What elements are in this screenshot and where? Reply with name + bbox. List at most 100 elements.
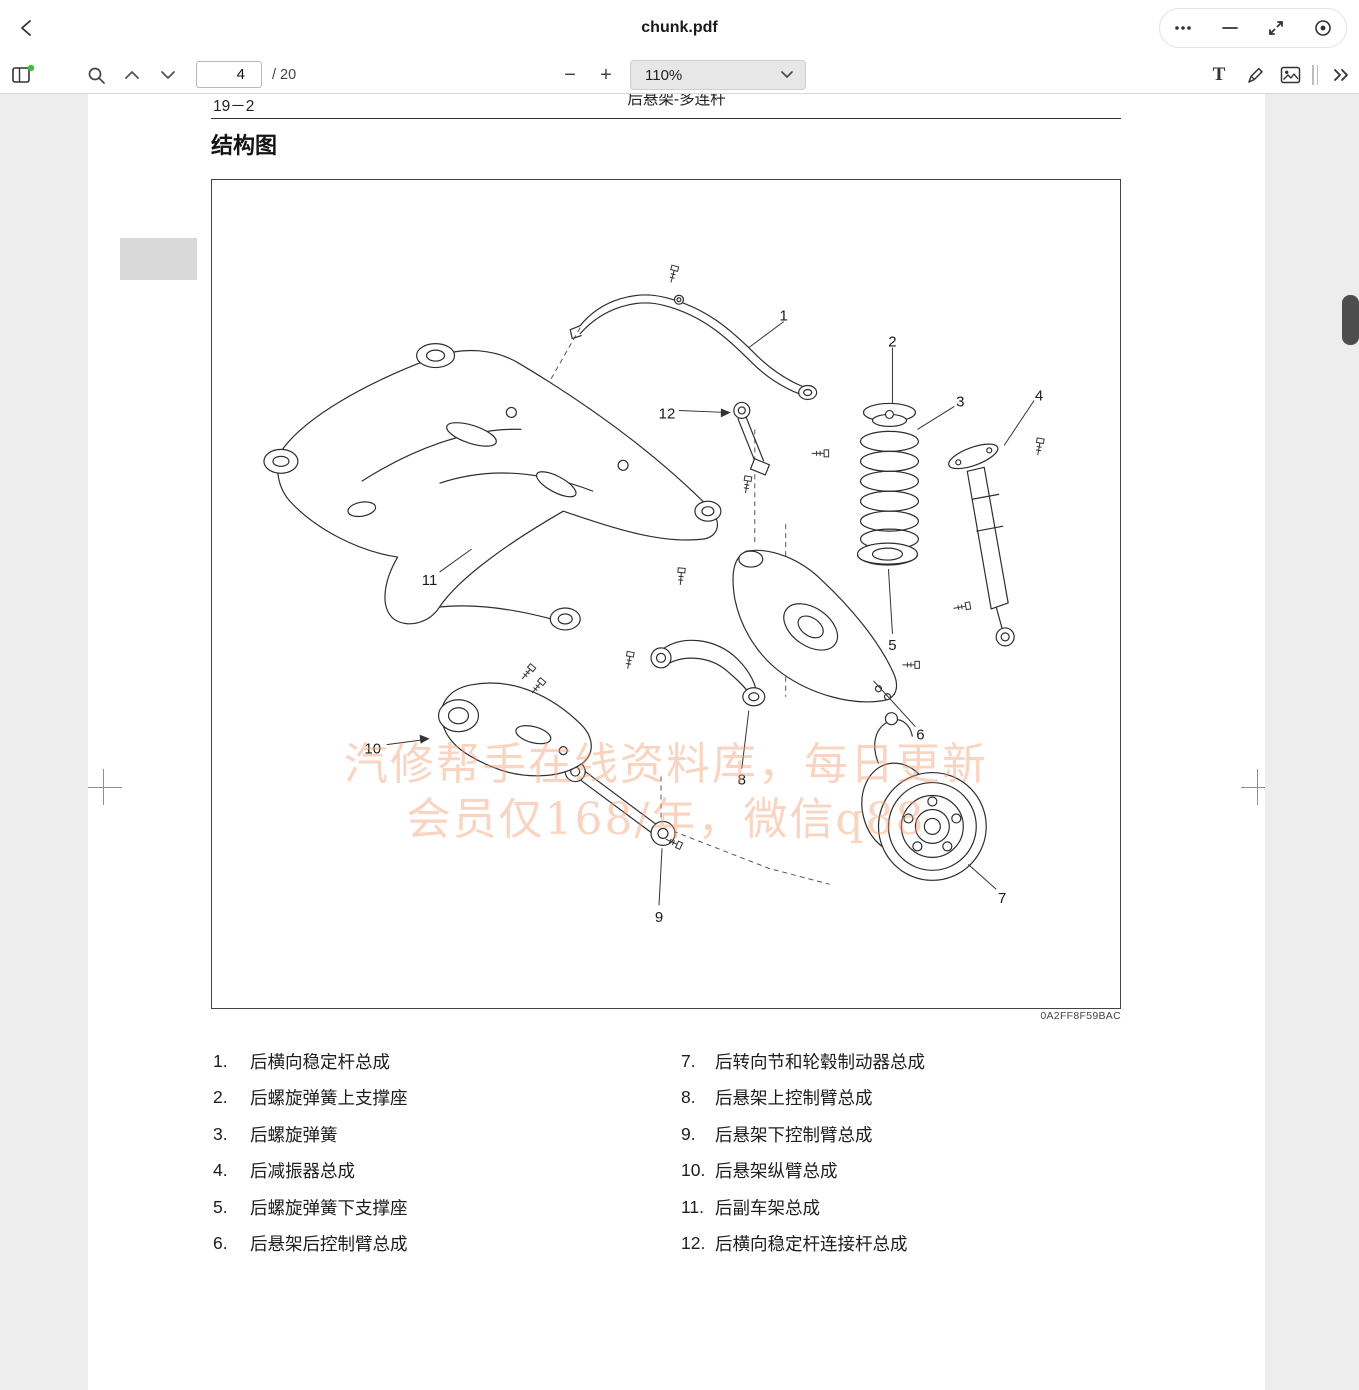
lower-control-arm [732,549,898,703]
page-count-label: / 20 [272,67,297,83]
coil-spring [859,430,919,550]
search-icon [88,67,105,84]
fasteners [521,264,1045,851]
search-button[interactable] [82,56,110,94]
part-item: 12. 后横向稳定杆连接杆总成 [681,1226,925,1263]
circle-dot-icon [1314,20,1331,36]
vertical-scrollbar-thumb[interactable] [1342,295,1359,345]
part-number: 7. [681,1050,696,1071]
fullscreen-icon [1269,21,1284,35]
window-controls [1159,8,1347,48]
page-number-input[interactable] [196,61,262,88]
double-chevron-right-icon [1334,69,1348,81]
callout-7: 7 [998,890,1006,907]
pen-icon [1248,67,1263,83]
zoom-select[interactable]: 110% [630,60,806,90]
text-tool-button[interactable]: T [1212,64,1226,85]
part-number: 8. [681,1087,696,1108]
parts-list-left: 1.后横向稳定杆总成 2.后螺旋弹簧上支撑座 3.后螺旋弹簧 4.后减振器总成 … [213,1043,408,1262]
callout-numbers: 1 2 3 4 5 6 7 8 9 10 11 12 [364,308,1043,927]
part-label: 后转向节和轮毂制动器总成 [715,1051,925,1072]
find-previous-button[interactable] [118,56,146,94]
part-item: 5. 后螺旋弹簧下支撑座 [213,1189,408,1226]
part-item: 9. 后悬架下控制臂总成 [681,1116,925,1153]
page-header-center: 后悬架-多连杆 [627,94,726,108]
part-label: 后螺旋弹簧 [250,1124,338,1145]
part-label: 后螺旋弹簧下支撑座 [250,1197,408,1218]
callout-leaders [386,321,1035,906]
hub-brake-assembly [861,712,987,881]
callout-6: 6 [916,727,924,744]
chevron-up-icon [125,71,139,79]
figure-code: 0A2FF8F59BAC [1040,1010,1121,1022]
sidebar-panel-icon [12,64,35,83]
fullscreen-button[interactable] [1254,9,1298,47]
more-options-icon [1175,26,1192,30]
highlight-block [120,238,197,280]
callout-2: 2 [888,334,896,351]
zoom-caret [781,71,805,79]
more-tools-button[interactable] [1328,56,1354,94]
part-item: 1.后横向稳定杆总成 [213,1043,408,1080]
part-label: 后横向稳定杆总成 [250,1051,390,1072]
crop-mark [1257,769,1258,805]
notification-dot [27,64,35,72]
image-tool-button[interactable] [1276,56,1304,94]
part-label: 后悬架下控制臂总成 [715,1124,873,1145]
part-item: 8.后悬架上控制臂总成 [681,1080,925,1117]
section-title: 结构图 [211,133,278,158]
callout-9: 9 [655,909,663,926]
callout-5: 5 [888,637,896,654]
part-number: 12. [681,1233,706,1254]
chevron-down-icon [781,71,793,79]
minimize-button[interactable] [1208,9,1252,47]
part-number: 5. [213,1196,228,1217]
part-label: 后悬架后控制臂总成 [250,1234,408,1255]
sidebar-toggle-button[interactable] [8,56,38,94]
header-rule [211,118,1121,119]
back-button[interactable] [14,14,42,42]
image-icon [1280,66,1300,84]
minimize-icon [1221,27,1238,29]
trailing-arm [437,682,592,777]
zoom-out-button[interactable]: − [564,63,576,86]
part-label: 后横向稳定杆连接杆总成 [715,1234,908,1255]
pdf-page: 19－2 后悬架-多连杆 结构图 [88,94,1265,1390]
part-number: 3. [213,1123,228,1144]
callout-3: 3 [956,393,964,410]
callout-12: 12 [659,405,676,422]
part-item: 6. 后悬架后控制臂总成 [213,1226,408,1263]
parts-list-right: 7. 后转向节和轮毂制动器总成 8.后悬架上控制臂总成 9. 后悬架下控制臂总成 1… [681,1043,925,1262]
spring-lower-seat [856,542,918,566]
part-number: 4. [213,1160,228,1181]
shock-absorber [948,443,1015,647]
document-title: chunk.pdf [641,19,718,36]
find-next-button[interactable] [154,56,182,94]
part-number: 6. [213,1233,228,1254]
pdf-toolbar: / 20 − + 110% T [0,56,1359,94]
part-number: 10. [681,1160,706,1181]
zoom-in-button[interactable]: + [600,63,612,86]
more-options-button[interactable] [1161,9,1205,47]
part-label: 后减振器总成 [250,1161,355,1182]
part-item: 7. 后转向节和轮毂制动器总成 [681,1043,925,1080]
arrowhead [419,734,430,744]
part-number: 11. [681,1196,705,1217]
record-button[interactable] [1301,9,1345,47]
back-chevron-icon [21,20,31,36]
subframe [263,343,722,631]
part-number: 9. [681,1123,696,1144]
chevron-down-icon [161,71,175,79]
crop-mark [88,787,122,788]
callout-11: 11 [422,572,438,589]
part-item: 11.后副车架总成 [681,1189,925,1226]
annotate-button[interactable] [1242,56,1268,94]
part-item: 10.后悬架纵臂总成 [681,1153,925,1190]
suspension-diagram: 1 2 3 4 5 6 7 8 9 10 11 12 [211,179,1121,1009]
pdf-viewport[interactable]: 19－2 后悬架-多连杆 结构图 [0,94,1359,1390]
part-item: 3. 后螺旋弹簧 [213,1116,408,1153]
callout-8: 8 [738,772,746,789]
part-item: 4. 后减振器总成 [213,1153,408,1190]
stabilizer-bar [569,294,818,401]
callout-10: 10 [364,741,381,758]
